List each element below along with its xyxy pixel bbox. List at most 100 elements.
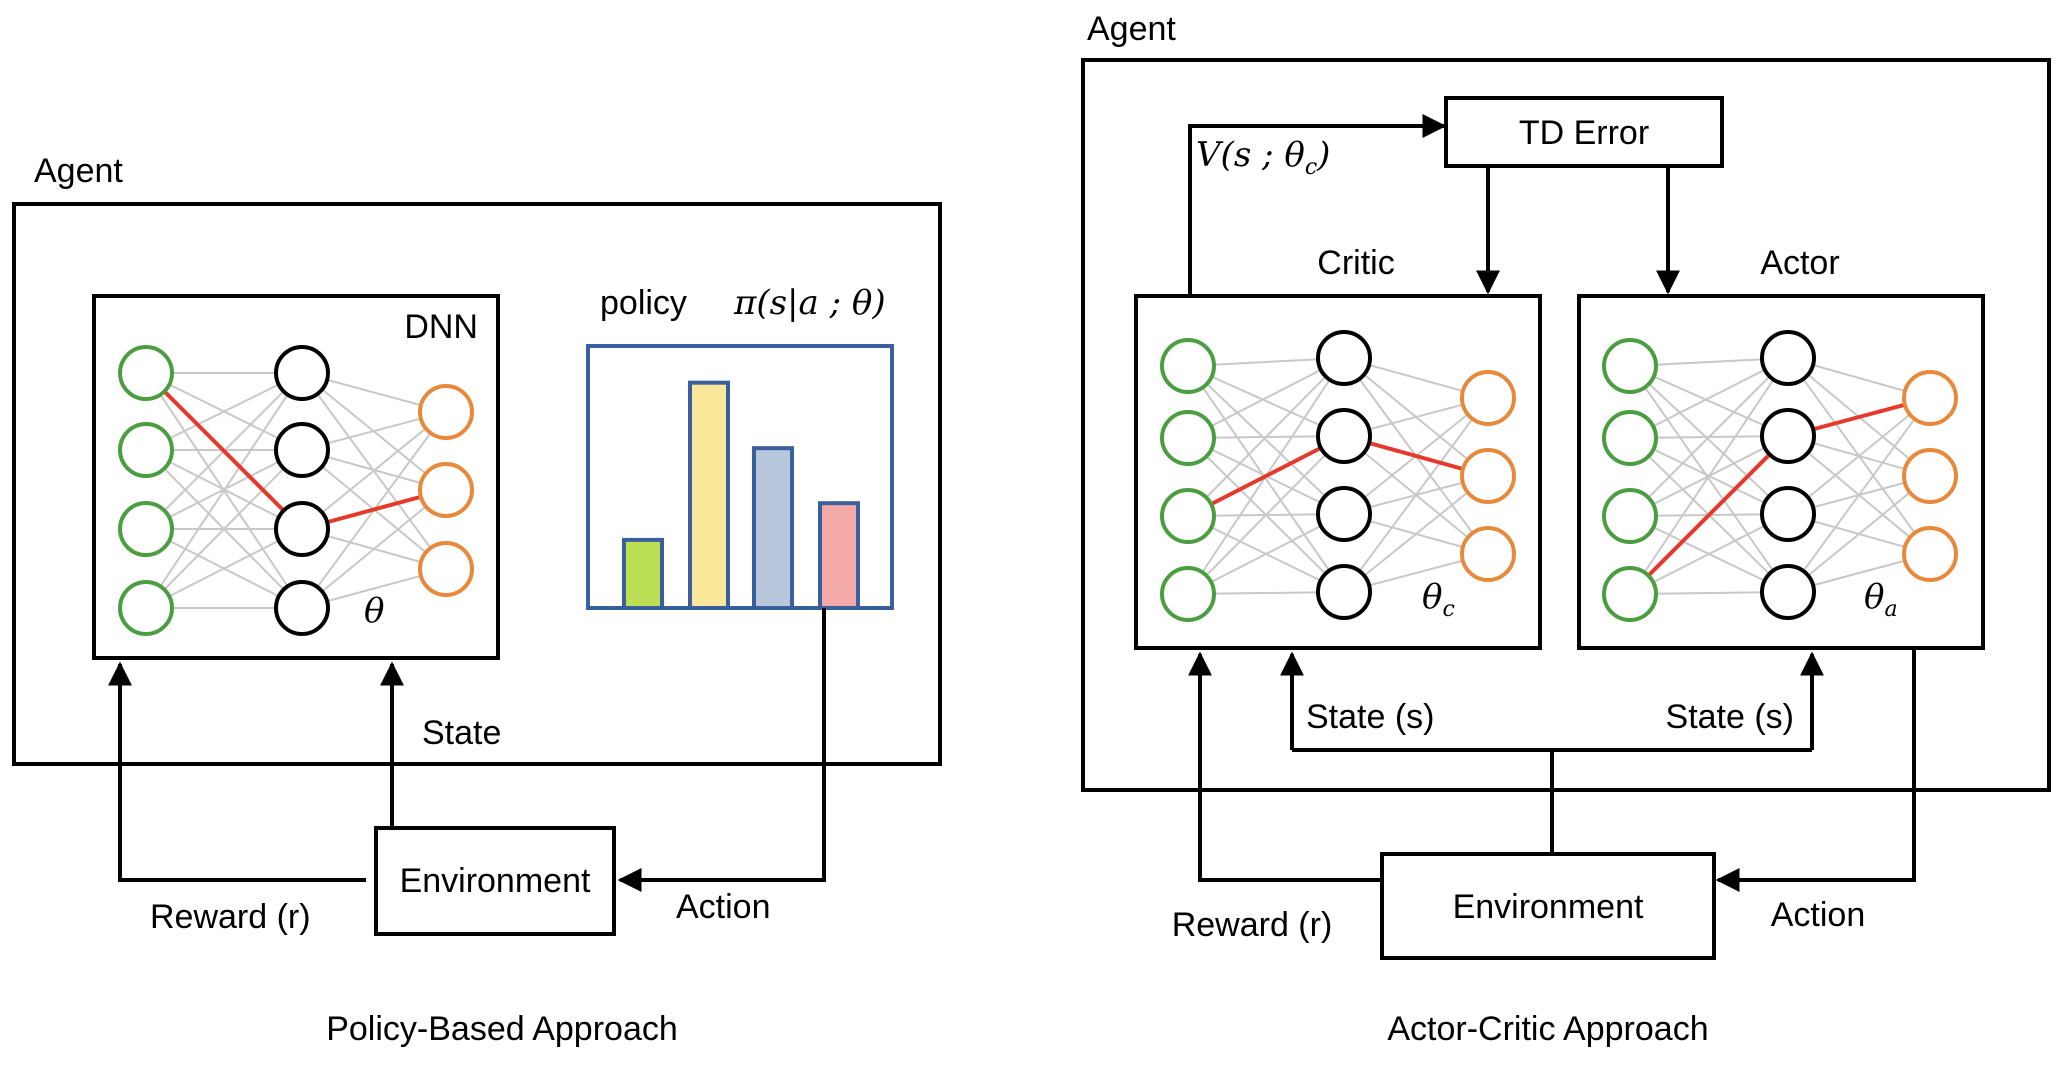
critic-label: Critic xyxy=(1317,244,1394,282)
value-formula: V(s ; θc) xyxy=(1196,135,1330,180)
left-output-node xyxy=(418,462,474,518)
policy-bar xyxy=(818,501,860,611)
actor-hidden-node xyxy=(1760,486,1816,542)
critic-hidden-node xyxy=(1316,330,1372,386)
value-formula-sub: c xyxy=(1305,155,1317,180)
actor-critic-diagram: Agent TD Error V(s ; θc) Critic Actor θc… xyxy=(1081,10,2051,1048)
actor-edge xyxy=(1787,397,1931,515)
actor-highlight-edge xyxy=(1628,434,1790,596)
actor-input-node xyxy=(1602,566,1658,622)
critic-edge xyxy=(1187,357,1345,517)
left-output-node xyxy=(418,541,474,597)
right-reward-label: Reward (r) xyxy=(1172,906,1333,944)
left-hidden-node xyxy=(274,345,330,401)
critic-edge xyxy=(1187,435,1345,595)
right-caption: Actor-Critic Approach xyxy=(1387,1010,1708,1048)
left-reward-label: Reward (r) xyxy=(150,898,311,936)
policy-bar-chart xyxy=(586,344,894,611)
left-input-node xyxy=(118,345,174,401)
actor-edge xyxy=(1629,513,1789,595)
policy-label: policy xyxy=(600,284,687,322)
actor-input-node xyxy=(1602,488,1658,544)
policy-formula: π(s|a ; θ) xyxy=(733,283,886,323)
policy-bar xyxy=(622,537,664,611)
left-hidden-node xyxy=(274,422,330,478)
critic-edge xyxy=(1187,365,1345,437)
left-neural-network xyxy=(118,345,474,636)
actor-edge xyxy=(1787,397,1931,593)
critic-output-node xyxy=(1460,370,1516,426)
left-theta-label: θ xyxy=(364,591,384,631)
critic-theta-sub: c xyxy=(1442,597,1454,622)
right-environment-label: Environment xyxy=(1453,888,1644,926)
left-output-node xyxy=(418,384,474,440)
state-right-label: State (s) xyxy=(1666,698,1794,736)
left-agent-box xyxy=(12,202,942,766)
actor-label: Actor xyxy=(1760,244,1839,282)
critic-highlight-edge xyxy=(1187,434,1345,518)
actor-edge xyxy=(1629,357,1789,595)
value-formula-main: V(s ; θ xyxy=(1196,135,1305,175)
left-edge xyxy=(145,372,303,451)
right-reward-arrow xyxy=(1188,651,1382,882)
critic-hidden-node xyxy=(1316,486,1372,542)
critic-edge xyxy=(1343,475,1489,593)
left-edge xyxy=(145,372,303,609)
right-action-label: Action xyxy=(1771,896,1866,934)
left-edge xyxy=(145,528,303,609)
critic-input-node xyxy=(1160,338,1216,394)
td-error-label: TD Error xyxy=(1519,114,1649,152)
left-edge xyxy=(145,449,303,609)
left-environment-label: Environment xyxy=(400,862,591,900)
left-hidden-node xyxy=(274,580,330,636)
left-environment-box xyxy=(374,826,616,936)
actor-edge xyxy=(1629,357,1789,517)
left-dnn-box xyxy=(92,294,500,660)
actor-hidden-node xyxy=(1760,408,1816,464)
left-reward-arrow xyxy=(108,661,366,882)
critic-output-node xyxy=(1460,526,1516,582)
right-agent-label: Agent xyxy=(1087,10,1176,48)
value-formula-close: ) xyxy=(1316,135,1330,175)
critic-output-node xyxy=(1460,448,1516,504)
left-action-label: Action xyxy=(676,888,771,926)
critic-input-node xyxy=(1160,410,1216,466)
policy-bar xyxy=(688,380,730,610)
critic-edge xyxy=(1187,513,1345,595)
actor-input-node xyxy=(1602,410,1658,466)
left-caption: Policy-Based Approach xyxy=(326,1010,678,1048)
critic-input-node xyxy=(1160,488,1216,544)
critic-theta: θc xyxy=(1422,577,1455,622)
actor-edge xyxy=(1629,365,1789,437)
actor-hidden-node xyxy=(1760,330,1816,386)
left-input-node xyxy=(118,501,174,557)
actor-edge xyxy=(1787,475,1931,593)
critic-edge xyxy=(1187,357,1345,439)
actor-input-node xyxy=(1602,338,1658,394)
critic-edge xyxy=(1187,365,1345,515)
critic-input-node xyxy=(1160,566,1216,622)
actor-edge xyxy=(1629,365,1789,593)
right-environment-box xyxy=(1380,852,1716,960)
policy-bar xyxy=(752,446,794,610)
left-input-node xyxy=(118,422,174,478)
value-to-td-arrow xyxy=(1188,114,1447,296)
actor-hidden-node xyxy=(1760,564,1816,620)
critic-edge xyxy=(1187,365,1345,593)
actor-edge xyxy=(1629,365,1789,515)
left-agent-label: Agent xyxy=(34,152,123,190)
actor-theta-sub: a xyxy=(1884,597,1897,622)
left-state-label: State xyxy=(422,714,501,752)
left-edge xyxy=(301,489,447,609)
left-hidden-node xyxy=(274,501,330,557)
left-action-arrow xyxy=(617,608,826,892)
state-left-label: State (s) xyxy=(1306,698,1434,736)
critic-hidden-node xyxy=(1316,408,1372,464)
left-highlight-edge xyxy=(144,371,304,531)
left-input-node xyxy=(118,580,174,636)
critic-edge xyxy=(1343,397,1489,593)
dnn-label: DNN xyxy=(404,308,478,346)
critic-theta-symbol: θ xyxy=(1422,577,1442,617)
policy-chart-frame xyxy=(586,344,894,610)
